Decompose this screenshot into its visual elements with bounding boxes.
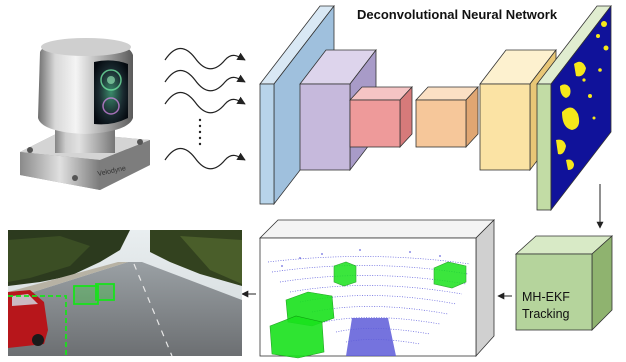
ellipsis-dots (198, 118, 202, 146)
camera-image (8, 230, 242, 357)
point-cloud-panel (259, 219, 495, 359)
signal-wave-icon (164, 69, 246, 92)
network-title: Deconvolutional Neural Network (357, 7, 558, 22)
network-output-layer (536, 4, 612, 212)
tracking-box (514, 235, 614, 331)
signal-wave-icon (164, 147, 246, 170)
signal-wave-icon (164, 91, 246, 114)
velodyne-lidar-icon (20, 38, 150, 190)
network-layer-4 (415, 85, 479, 149)
tracking-label-line1: MH-EKF (522, 290, 570, 304)
tracking-label-line2: Tracking (522, 307, 570, 321)
signal-waves (164, 47, 246, 170)
network-layer-3 (349, 85, 413, 149)
signal-wave-icon (164, 47, 246, 70)
segmentation-map (556, 21, 609, 170)
